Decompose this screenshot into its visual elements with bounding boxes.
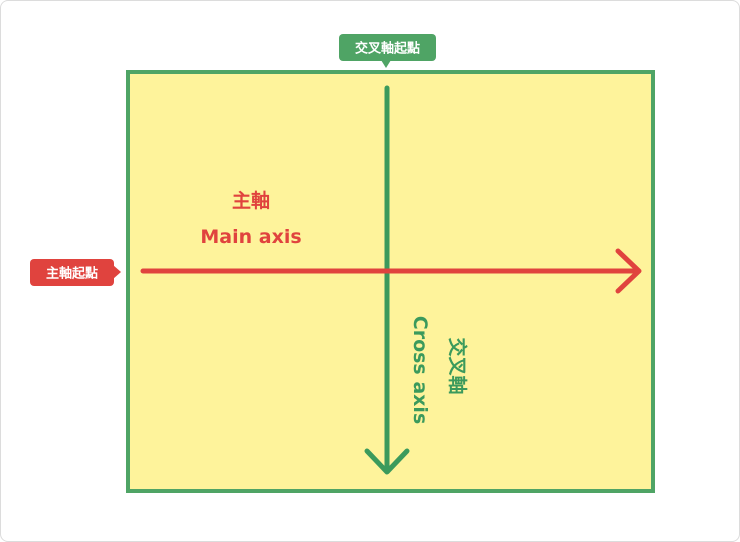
cross-start-tag-label: 交叉軸起點	[355, 41, 420, 57]
cross-axis-label-zh: 交叉軸	[446, 337, 469, 394]
cross-axis-arrow	[364, 85, 410, 475]
cross-axis-label-en: Cross axis	[409, 316, 431, 425]
main-start-tag-label: 主軸起點	[46, 266, 98, 282]
main-axis-label-en: Main axis	[200, 226, 301, 248]
flex-container-box	[126, 70, 655, 493]
cross-start-tag: 交叉軸起點	[339, 34, 436, 68]
main-axis-label-zh: 主軸	[232, 189, 270, 212]
main-axis-arrow	[140, 248, 642, 294]
main-start-tag: 主軸起點	[30, 259, 121, 286]
